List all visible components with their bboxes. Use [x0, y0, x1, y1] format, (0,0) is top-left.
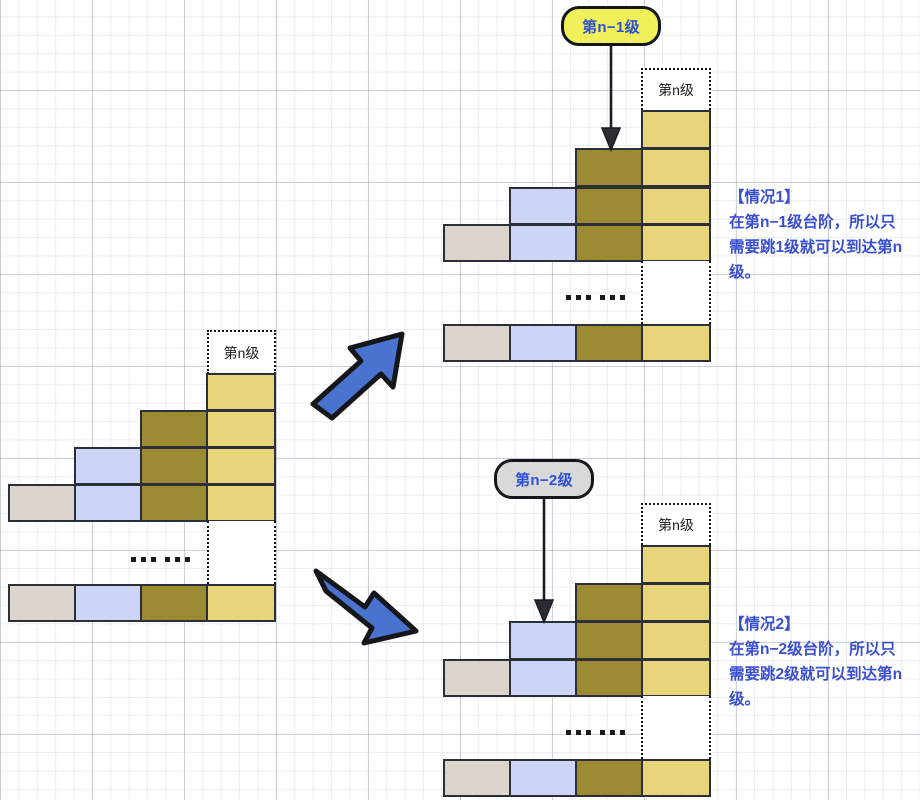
case2-note-heading: 【情况2】 [729, 616, 800, 633]
case1-pointer-arrow [600, 46, 622, 153]
main-ellipsis [131, 557, 190, 562]
case2-continuation-dotted-box [641, 696, 711, 759]
case1-continuation-dotted-box [641, 261, 711, 324]
branch-arrow-up-right [310, 331, 405, 421]
case1-ellipsis [566, 295, 625, 300]
case1-step-col3-cell1 [575, 148, 643, 187]
case1-step-col4-cell2 [641, 148, 711, 187]
ellipsis-group-2 [165, 557, 190, 562]
case1-step-col2-cell1 [509, 187, 577, 225]
ellipsis-group-2 [600, 295, 625, 300]
main-bottom-bar-cell2 [74, 584, 142, 622]
case1-bottom-bar-cell2 [509, 324, 577, 362]
case2-ellipsis [566, 730, 625, 735]
case2-note-body: 在第n−2级台阶，所以只需要跳2级就可以到达第n级。 [729, 641, 903, 708]
main-nth-level-label: 第n级 [223, 345, 260, 361]
case1-step-col3-cell2 [575, 187, 643, 225]
main-bottom-bar-cell3 [140, 584, 208, 622]
case1-badge[interactable]: 第n−1级 [561, 6, 661, 46]
case1-nth-level-dotted-box: 第n级 [641, 68, 711, 110]
main-step-col3-cell1 [140, 410, 208, 448]
main-step-col4-cell2 [206, 410, 276, 448]
ellipsis-group-1 [566, 295, 591, 300]
case2-nth-level-dotted-box: 第n级 [641, 503, 711, 545]
main-bottom-bar-cell4 [206, 584, 276, 622]
branch-arrow-down-right [313, 568, 419, 646]
case2-step-col4-cell2 [641, 583, 711, 622]
case1-step-col4-cell4 [641, 224, 711, 262]
main-step-col2-cell1 [74, 447, 142, 485]
main-step-col4-cell4 [206, 484, 276, 522]
case1-step-col4-cell1 [641, 110, 711, 149]
case2-step-col2-cell1 [509, 621, 577, 660]
main-step-col3-cell2 [140, 447, 208, 485]
case1-bottom-bar-cell3 [575, 324, 643, 362]
main-step-col4-cell3 [206, 447, 276, 485]
ellipsis-group-1 [131, 557, 156, 562]
case1-note-heading: 【情况1】 [729, 189, 800, 206]
case2-step-col3-cell1 [575, 583, 643, 622]
case1-bottom-bar-cell1 [443, 324, 511, 362]
main-step-col3-cell3 [140, 484, 208, 522]
case2-bottom-bar-cell3 [575, 759, 643, 797]
case1-step-col2-cell2 [509, 224, 577, 262]
case2-step-col3-cell2 [575, 621, 643, 660]
case1-note: 【情况1】 在第n−1级台阶，所以只需要跳1级就可以到达第n级。 [729, 185, 904, 285]
case1-nth-level-label: 第n级 [658, 82, 694, 98]
case1-step-col4-cell3 [641, 187, 711, 225]
case2-pointer-arrow [533, 499, 555, 625]
case2-step-col3-cell3 [575, 659, 643, 697]
main-continuation-dotted-box [207, 521, 276, 584]
case2-nth-level-label: 第n级 [658, 517, 694, 533]
case1-step-col3-cell3 [575, 224, 643, 262]
case2-badge[interactable]: 第n−2级 [494, 459, 594, 499]
main-step-col2-cell2 [74, 484, 142, 522]
main-step-col1-cell1 [8, 484, 76, 522]
ellipsis-group-2 [600, 730, 625, 735]
case2-step-col4-cell4 [641, 659, 711, 697]
case2-step-col2-cell2 [509, 659, 577, 697]
case1-step-col1-cell1 [443, 224, 511, 262]
case2-badge-label: 第n−2级 [515, 471, 573, 489]
case2-bottom-bar-cell1 [443, 759, 511, 797]
case2-bottom-bar-cell4 [641, 759, 711, 797]
case2-note: 【情况2】 在第n−2级台阶，所以只需要跳2级就可以到达第n级。 [729, 612, 904, 712]
case2-step-col4-cell3 [641, 621, 711, 660]
case1-badge-label: 第n−1级 [582, 18, 640, 36]
case1-bottom-bar-cell4 [641, 324, 711, 362]
case2-step-col1-cell1 [443, 659, 511, 697]
case2-step-col4-cell1 [641, 545, 711, 584]
main-bottom-bar-cell1 [8, 584, 76, 622]
main-step-col4-cell1 [206, 373, 276, 411]
case2-bottom-bar-cell2 [509, 759, 577, 797]
ellipsis-group-1 [566, 730, 591, 735]
case1-note-body: 在第n−1级台阶，所以只需要跳1级就可以到达第n级。 [729, 214, 903, 281]
main-nth-level-dotted-box: 第n级 [207, 330, 276, 374]
